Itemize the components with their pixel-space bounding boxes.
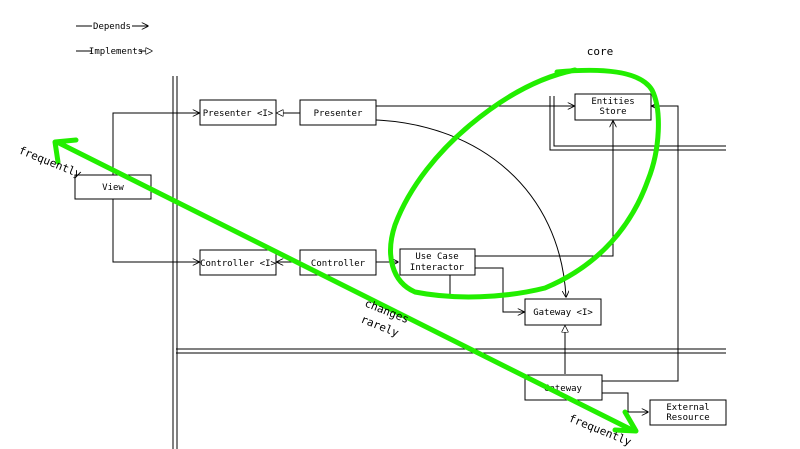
view-box <box>74 174 152 200</box>
core-boundary-1 <box>549 96 726 151</box>
entities-store-box <box>574 93 652 121</box>
layer-boundaries <box>172 76 726 449</box>
legend: Depends Implements <box>76 20 152 57</box>
view-label: View <box>102 183 124 193</box>
gateway-label: Gateway <box>544 384 583 394</box>
external-resource-box <box>649 399 727 426</box>
arrowhead-top-left <box>52 137 79 165</box>
core-boundary-2 <box>553 96 726 147</box>
arrowhead-bottom-right <box>612 409 639 434</box>
legend-implements-label: Implements <box>89 47 143 57</box>
presenter-interface-label: Presenter <I> <box>203 109 274 119</box>
controller-interface-label: Controller <I> <box>200 259 276 269</box>
use-case-to-gateway-interface <box>502 298 524 312</box>
view-to-presenter-interface <box>112 113 199 175</box>
external-resource-label-line1: External <box>666 403 709 413</box>
use-case-interactor-box <box>399 248 476 276</box>
presenter-label: Presenter <box>314 109 363 119</box>
use-case-label-line2: Interactor <box>410 263 465 273</box>
entities-store-label-line1: Entities <box>591 97 634 107</box>
presenter-to-gateway-interface <box>375 119 566 297</box>
external-resource-label-line2: Resource <box>666 413 709 423</box>
gateway-to-entities <box>602 106 679 382</box>
view-to-controller-interface <box>112 199 199 262</box>
green-annotations <box>52 67 661 434</box>
component-boxes: Presenter <I> Presenter Entities Store V… <box>74 93 727 426</box>
connections <box>112 106 679 412</box>
core-label: core <box>587 45 614 58</box>
change-frequency-arrow-line <box>54 139 635 433</box>
use-case-to-entities <box>475 121 613 257</box>
gateway-interface-box <box>524 298 602 326</box>
controller-label: Controller <box>311 259 366 269</box>
presenter-interface-box <box>199 99 277 126</box>
legend-depends-label: Depends <box>93 22 131 32</box>
entities-store-label-line2: Store <box>599 107 626 117</box>
gateway-to-external-resource <box>602 392 648 412</box>
controller-interface-box <box>199 249 277 276</box>
use-case-gateway-link <box>475 267 504 298</box>
presenter-box <box>299 99 377 126</box>
use-case-label-line1: Use Case <box>415 252 458 262</box>
gateway-interface-label: Gateway <I> <box>533 308 593 318</box>
core-circle-annotation <box>388 67 661 300</box>
